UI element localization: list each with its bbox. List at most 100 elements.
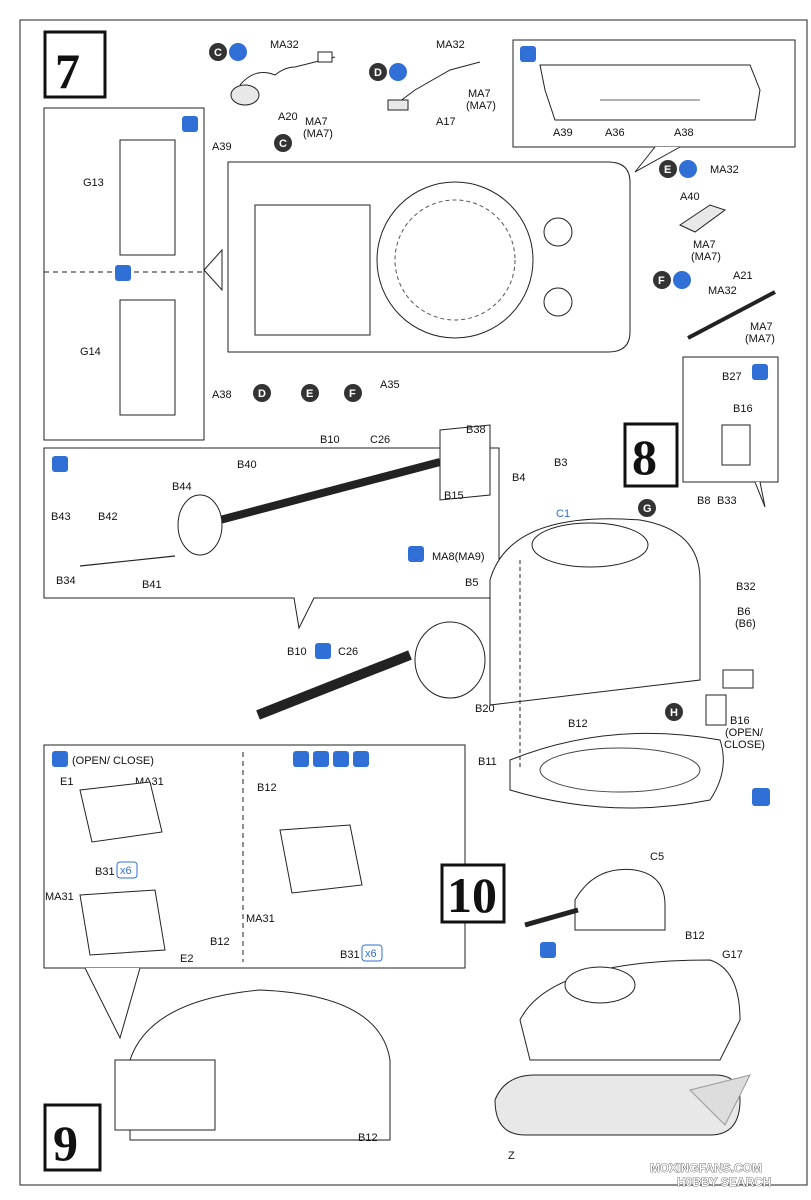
detail-box-g13-g14: G13 G14 bbox=[43, 107, 223, 441]
detail-g-pointer bbox=[203, 248, 223, 292]
part-e1-box bbox=[79, 781, 163, 843]
label-a39-detail: A39 bbox=[553, 127, 573, 139]
paint-icon-9d bbox=[353, 751, 369, 767]
step-7-number: 7 bbox=[55, 43, 80, 99]
glue-icon-b10 bbox=[315, 643, 331, 659]
detail-a36-pointer bbox=[634, 146, 681, 173]
gun-barrel bbox=[256, 650, 412, 720]
callout-h-badge bbox=[665, 703, 683, 721]
hull-callout-e-letter: E bbox=[306, 388, 313, 400]
qty-badge-a bbox=[116, 861, 138, 879]
step-8-number: 8 bbox=[632, 429, 657, 485]
label-a39: A39 bbox=[212, 141, 232, 153]
label-a35: A35 bbox=[380, 379, 400, 391]
step-8-box bbox=[623, 422, 679, 488]
turret-body bbox=[489, 518, 701, 706]
glue-icon-d bbox=[389, 63, 407, 81]
label-ma7-c: MA7 bbox=[305, 116, 328, 128]
step-9-pointer bbox=[84, 967, 141, 1040]
watermark-logo bbox=[689, 1074, 751, 1126]
part-e2-box bbox=[79, 889, 166, 956]
callout-d-letter: D bbox=[374, 67, 382, 79]
label-b33: B33 bbox=[717, 495, 737, 507]
watermark-line2: H0BBY SEARCH bbox=[677, 1175, 771, 1189]
gun-mantlet bbox=[414, 621, 486, 699]
step-7-box bbox=[43, 30, 107, 99]
paint-icon-b27 bbox=[752, 364, 768, 380]
label-b12-9a: B12 bbox=[210, 936, 230, 948]
gun-barrel-detail bbox=[218, 458, 442, 524]
label-b43: B43 bbox=[51, 511, 71, 523]
callout-f-badge bbox=[653, 271, 671, 289]
watermark: MOXINGFANS.COM H0BBY SEARCH bbox=[650, 1074, 772, 1189]
label-b32: B32 bbox=[736, 581, 756, 593]
label-g13: G13 bbox=[83, 177, 104, 189]
label-ma7b-e: (MA7) bbox=[691, 251, 721, 263]
label-ma32-d: MA32 bbox=[436, 39, 465, 51]
callout-e-badge bbox=[659, 160, 677, 178]
label-ma7b-f: (MA7) bbox=[745, 333, 775, 345]
label-b8: B8 bbox=[697, 495, 710, 507]
rod-a21 bbox=[687, 290, 776, 340]
hull-callout-e bbox=[301, 384, 319, 402]
label-ma32-c: MA32 bbox=[270, 39, 299, 51]
label-b31-a: B31 bbox=[95, 866, 115, 878]
label-ma7-e: MA7 bbox=[693, 239, 716, 251]
label-b12-10: B12 bbox=[685, 930, 705, 942]
label-b4: B4 bbox=[512, 472, 525, 484]
periscope-2 bbox=[543, 287, 573, 317]
label-b12-turret: B12 bbox=[568, 718, 588, 730]
hull-hatch-panel bbox=[254, 204, 371, 336]
label-x6-b: x6 bbox=[365, 948, 377, 960]
sub-assembly-c: C MA32 A20 MA7 (MA7) bbox=[209, 39, 336, 140]
hatch-lower bbox=[119, 299, 176, 416]
callout-c-letter: C bbox=[214, 47, 222, 59]
label-openclose-9: (OPEN/ CLOSE) bbox=[72, 755, 154, 767]
page-border bbox=[19, 19, 808, 1186]
label-open: (OPEN/ bbox=[725, 727, 764, 739]
paint-icon-ma8 bbox=[408, 546, 424, 562]
hull-callout-c-letter: C bbox=[279, 138, 287, 150]
part-box-installed bbox=[279, 824, 363, 894]
label-a21: A21 bbox=[733, 270, 753, 282]
label-ma31-c: MA31 bbox=[246, 913, 275, 925]
paint-icon-g bbox=[182, 116, 198, 132]
hull-callout-d bbox=[253, 384, 271, 402]
sub-assembly-d: D MA32 A17 MA7 (MA7) bbox=[369, 39, 496, 128]
detail-b27-pointer bbox=[754, 481, 766, 508]
label-ma7b-d: (MA7) bbox=[466, 100, 496, 112]
label-b3: B3 bbox=[554, 457, 567, 469]
glue-icon-10 bbox=[540, 942, 556, 958]
step-9-box bbox=[43, 1103, 102, 1172]
paint-icon-9c bbox=[333, 751, 349, 767]
label-a38: A38 bbox=[212, 389, 232, 401]
connector-c bbox=[317, 51, 333, 63]
label-ma7-f: MA7 bbox=[750, 321, 773, 333]
gun-detail-frame bbox=[43, 447, 500, 630]
label-b42: B42 bbox=[98, 511, 118, 523]
label-b27: B27 bbox=[722, 371, 742, 383]
callout-h-letter: H bbox=[670, 707, 678, 719]
label-close: CLOSE) bbox=[724, 739, 765, 751]
label-c1: C1 bbox=[556, 508, 570, 520]
gun-mantlet-detail bbox=[177, 494, 223, 556]
step-10: 10 C5 B12 G17 Z bbox=[440, 851, 743, 1162]
label-b15: B15 bbox=[444, 490, 464, 502]
label-x6-a: x6 bbox=[120, 865, 132, 877]
label-z: Z bbox=[508, 1150, 515, 1162]
label-ma31-b: MA31 bbox=[45, 891, 74, 903]
label-a20-c: A20 bbox=[278, 111, 298, 123]
label-c26: C26 bbox=[338, 646, 358, 658]
sub-assembly-f: F A21 MA32 MA7 (MA7) bbox=[653, 270, 776, 345]
gun-step10 bbox=[524, 907, 579, 928]
sub-assembly-e: E MA32 A40 MA7 (MA7) bbox=[659, 160, 739, 263]
label-b20: B20 bbox=[475, 703, 495, 715]
part-b38 bbox=[439, 424, 491, 501]
glue-icon bbox=[229, 43, 247, 61]
label-b5: B5 bbox=[465, 577, 478, 589]
ring-bottom-icon bbox=[752, 788, 770, 806]
callout-g-letter: G bbox=[643, 503, 652, 515]
part-a40 bbox=[678, 204, 727, 233]
ring-opening bbox=[539, 747, 701, 793]
